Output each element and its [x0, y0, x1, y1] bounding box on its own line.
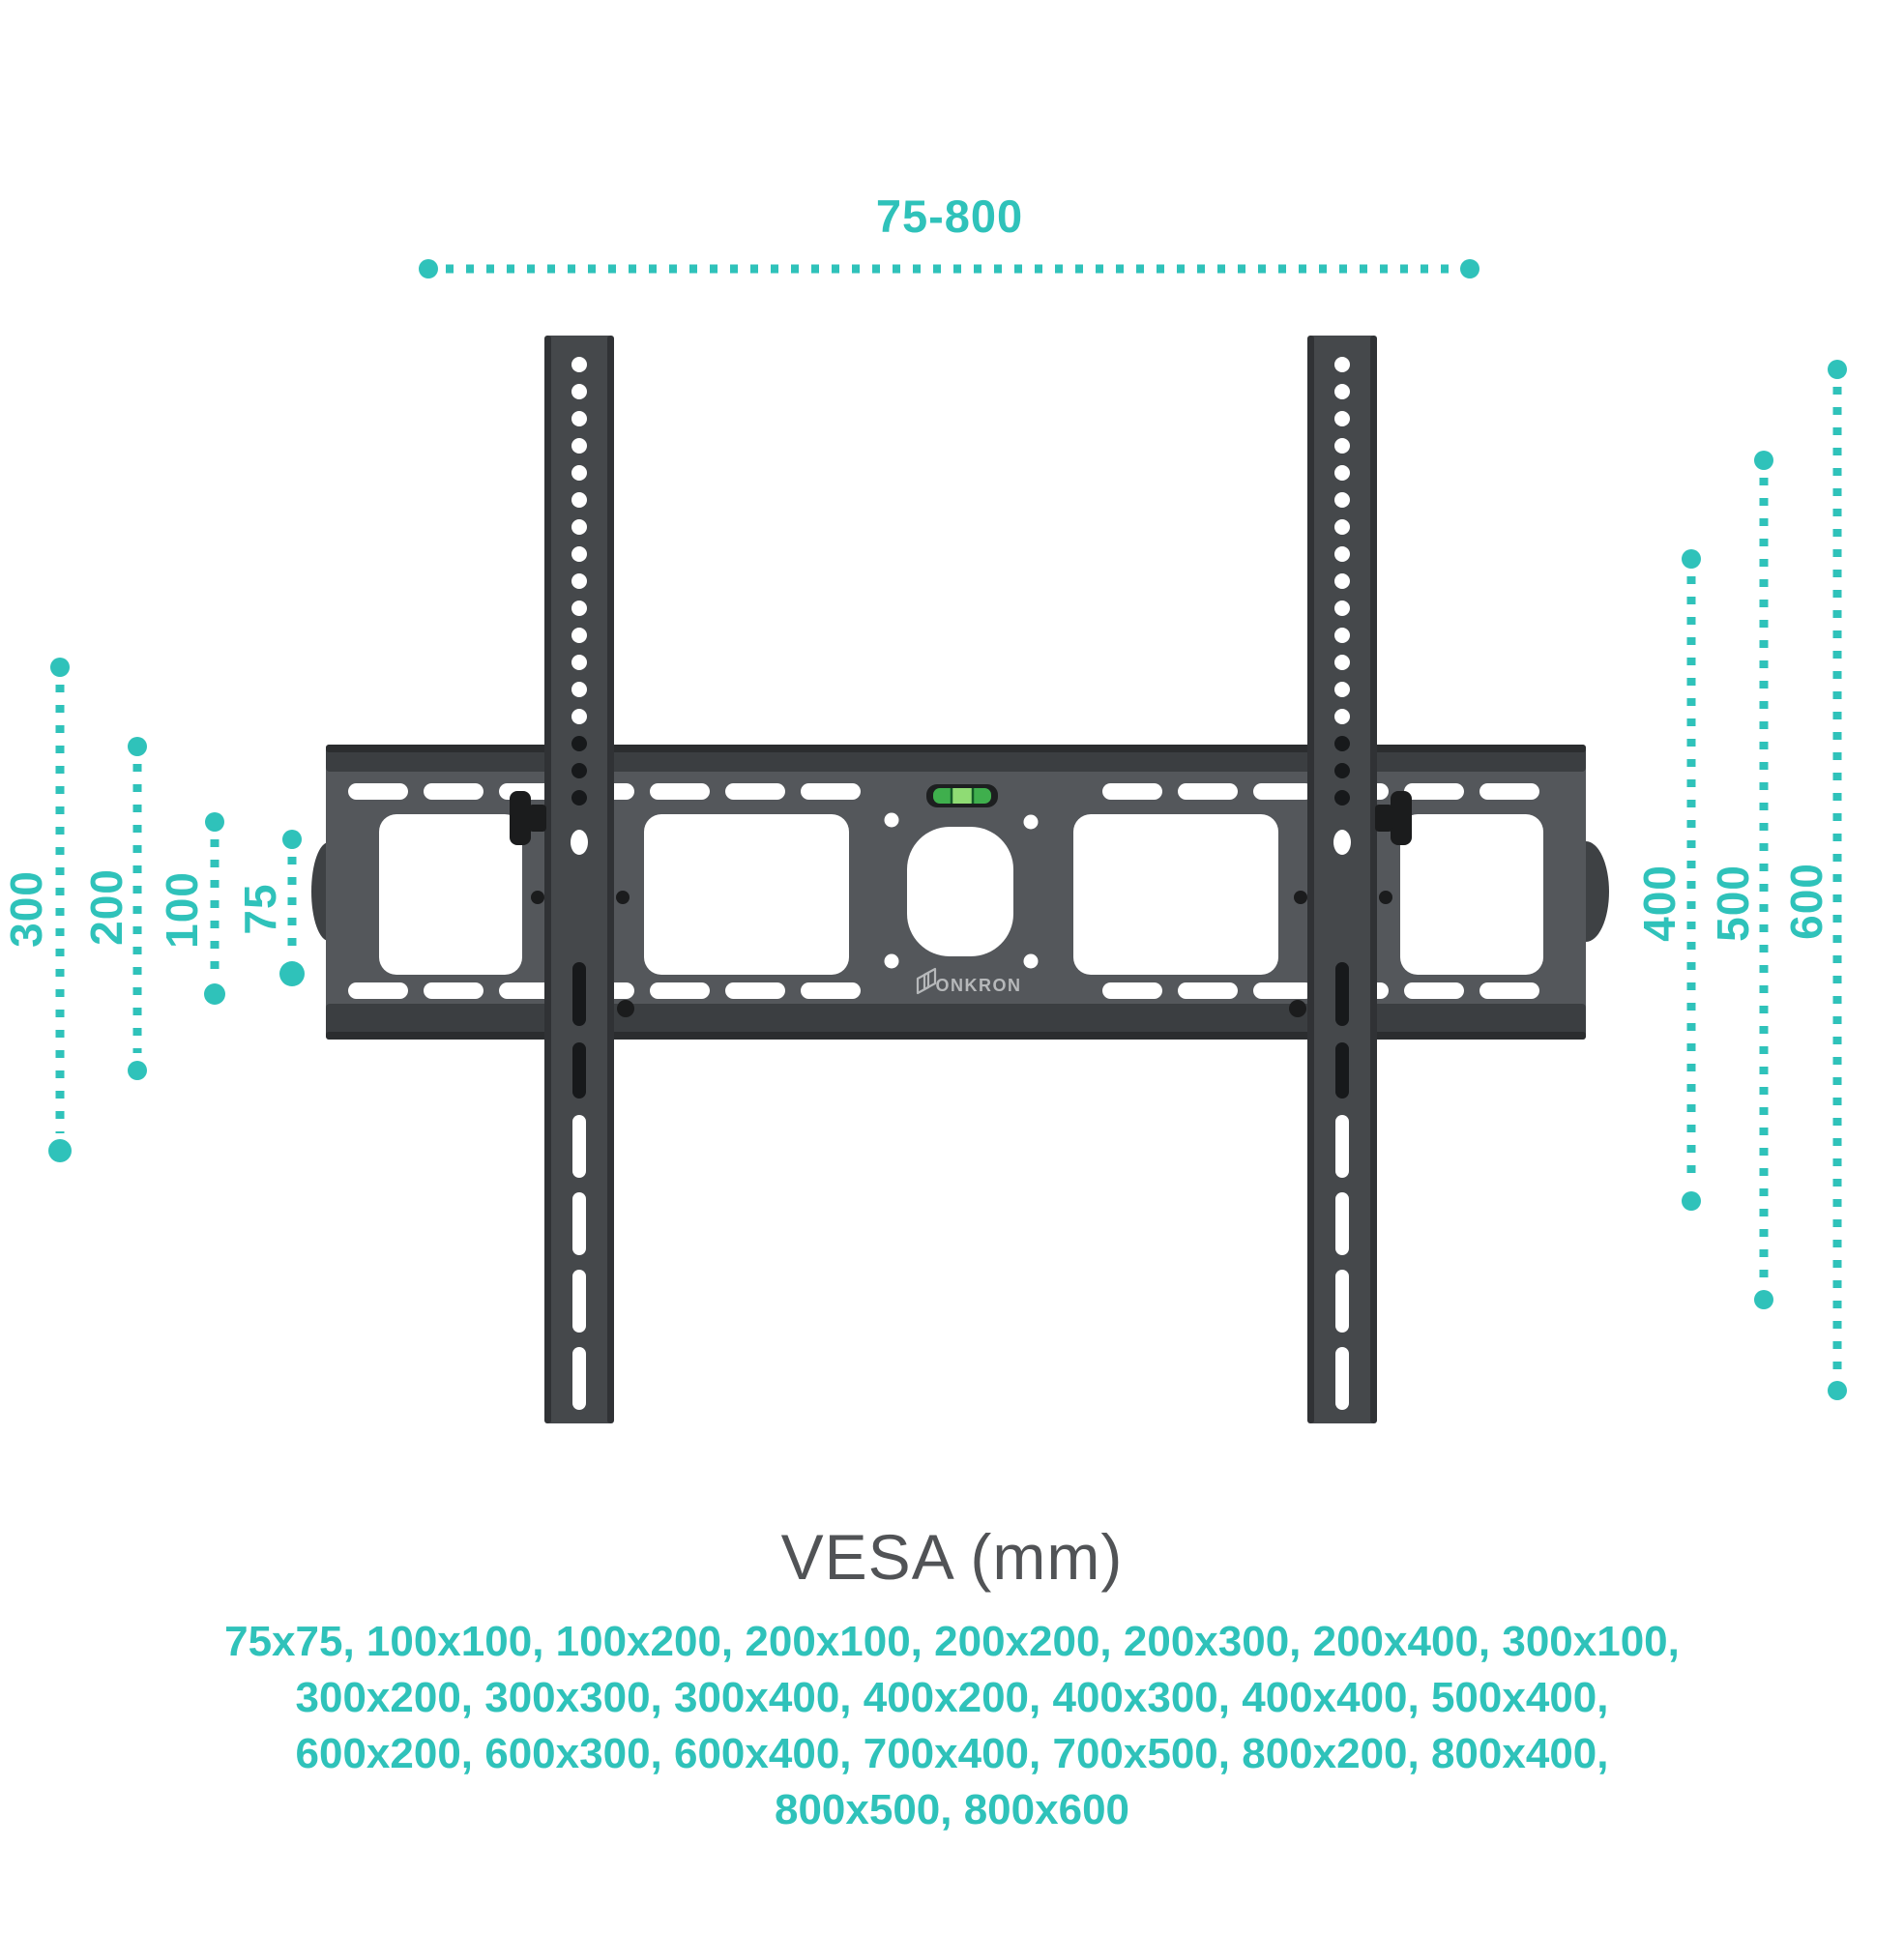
dimension-line-left-300 [48, 658, 72, 1162]
dimension-line-left-100 [204, 812, 225, 1005]
tilt-thumbscrew-right [1375, 791, 1412, 845]
plate-slot-row-bottom [348, 982, 1539, 999]
screw-icon [531, 891, 544, 904]
dimension-line-right-600 [1828, 360, 1847, 1400]
dimension-line-left-75 [279, 830, 305, 986]
onkron-logo-icon [916, 967, 937, 995]
dimension-label-75: 75 [235, 883, 285, 935]
dimension-label-600: 600 [1781, 863, 1831, 940]
vesa-size-line: 300x200, 300x300, 300x400, 400x200, 400x… [295, 1674, 1609, 1721]
screw-icon [616, 891, 630, 904]
vesa-size-line: 800x500, 800x600 [774, 1786, 1130, 1833]
bubble-level [926, 784, 998, 807]
vesa-size-line: 75x75, 100x100, 100x200, 200x100, 200x20… [224, 1618, 1680, 1665]
screw-icon [1289, 1000, 1306, 1017]
screw-icon [617, 1000, 634, 1017]
dimension-line-left-200 [128, 737, 147, 1080]
dimension-line-top [419, 259, 1479, 278]
plate-cutout [644, 814, 849, 975]
onkron-wordmark: ONKRON [936, 976, 1022, 995]
dimension-label-500: 500 [1708, 864, 1758, 942]
vesa-size-line: 600x200, 600x300, 600x400, 700x400, 700x… [295, 1730, 1609, 1777]
dimension-line-right-500 [1754, 451, 1773, 1309]
onkron-logo: ONKRON [916, 967, 1022, 995]
screw-icon [1379, 891, 1392, 904]
dimension-label-200: 200 [81, 868, 132, 946]
dimension-label-300: 300 [1, 870, 51, 948]
dimension-lines [48, 259, 1847, 1400]
screw-icon [1294, 891, 1307, 904]
vesa-size-list: 75x75, 100x100, 100x200, 200x100, 200x20… [0, 1614, 1904, 1838]
dimension-label-400: 400 [1634, 864, 1684, 942]
plate-cutouts [379, 814, 1543, 975]
plate-cutout [379, 814, 522, 975]
plate-cutout [1073, 814, 1278, 975]
tilt-thumbscrew-left [510, 791, 546, 845]
vertical-rail-left [510, 336, 634, 1423]
center-cable-cutout [907, 827, 1013, 956]
dimension-label-100: 100 [157, 871, 207, 949]
plate-cutout [1400, 814, 1543, 975]
wall-plate: ONKRON [311, 745, 1609, 1040]
dimension-label-top: 75-800 [875, 190, 1024, 242]
dimension-line-right-400 [1682, 549, 1701, 1211]
vertical-rail-right [1289, 336, 1412, 1423]
vesa-title: VESA (mm) [780, 1521, 1124, 1593]
